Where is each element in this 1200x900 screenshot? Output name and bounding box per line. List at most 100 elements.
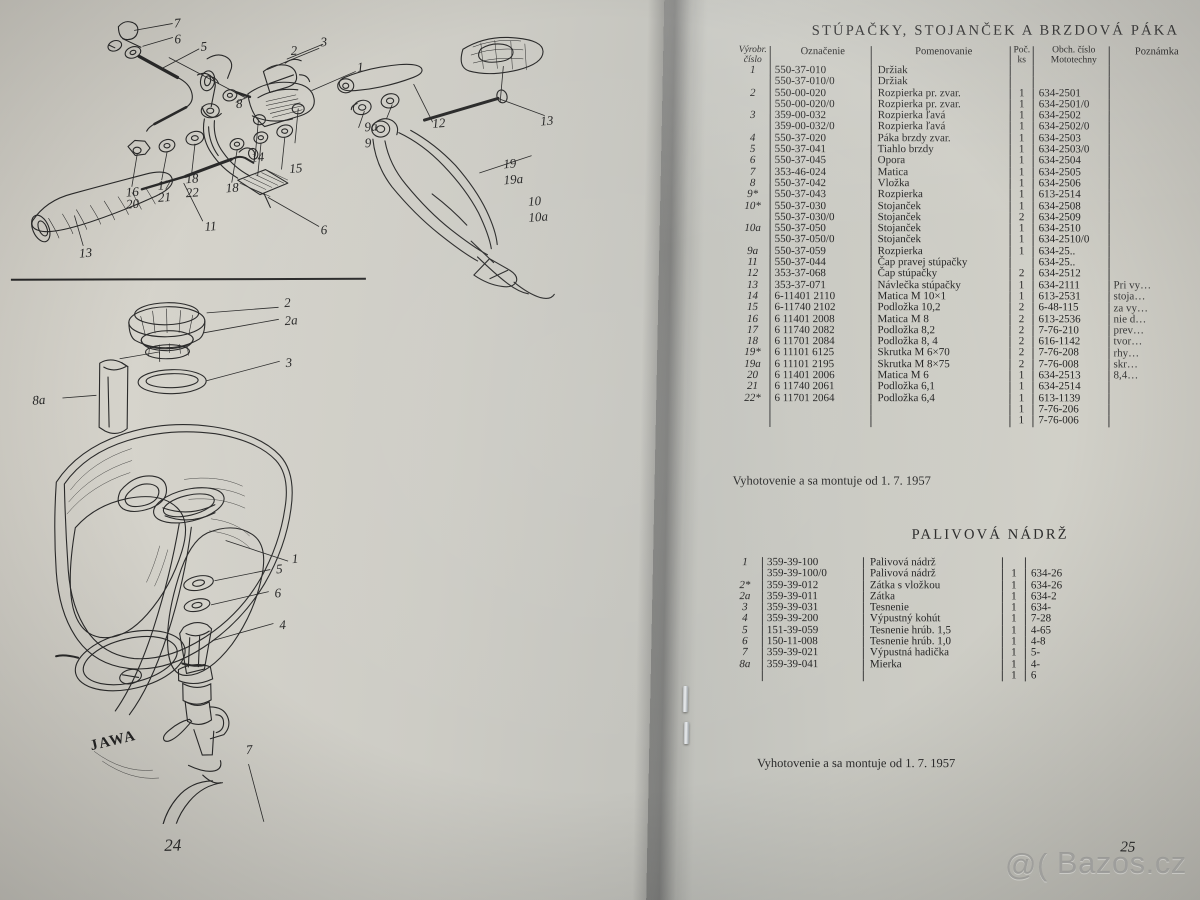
svg-text:1: 1 bbox=[291, 551, 299, 566]
row-code: 550-37-010/0 bbox=[770, 75, 872, 88]
svg-text:3: 3 bbox=[319, 34, 328, 50]
svg-text:3: 3 bbox=[284, 355, 293, 371]
row-poznamka: Pri vy… stoja… za vy… nie d… prev… tvor…… bbox=[1108, 65, 1200, 427]
svg-text:18: 18 bbox=[225, 179, 240, 195]
svg-text:20: 20 bbox=[125, 196, 140, 212]
row-qty: 2 bbox=[1010, 268, 1034, 280]
svg-text:2: 2 bbox=[284, 295, 292, 310]
svg-text:8a: 8a bbox=[32, 392, 47, 408]
svg-text:13: 13 bbox=[540, 113, 555, 129]
row-no: 22* bbox=[744, 391, 761, 404]
svg-text:17: 17 bbox=[157, 177, 172, 193]
watermark: @( Bazos.cz bbox=[1005, 845, 1187, 882]
row-no: 3 bbox=[749, 109, 756, 122]
row-qty: 1 bbox=[1009, 381, 1033, 393]
row-qty: 1 bbox=[1002, 669, 1026, 682]
row-code bbox=[762, 670, 864, 682]
row-no: 21 bbox=[746, 380, 758, 393]
svg-text:1: 1 bbox=[357, 59, 365, 74]
svg-text:16: 16 bbox=[125, 184, 140, 200]
row-obch: 6-48-115 bbox=[1033, 302, 1110, 314]
row-no: 9* bbox=[747, 188, 759, 201]
row-obch: 7-76-006 bbox=[1032, 414, 1109, 427]
row-no: 12 bbox=[747, 267, 759, 280]
row-no bbox=[738, 76, 771, 87]
svg-text:5: 5 bbox=[275, 561, 283, 576]
table1-footnote-text: Vyhotovenie a sa montuje od 1. 7. 1957 bbox=[732, 473, 931, 488]
row-name: Držiak bbox=[871, 75, 1011, 88]
row-no: 10a bbox=[744, 222, 761, 235]
table1-footnote: Vyhotovenie a sa montuje od 1. 7. 1957 bbox=[733, 473, 931, 488]
row-name bbox=[870, 404, 1010, 416]
svg-text:9: 9 bbox=[364, 135, 372, 150]
row-qty: 1 bbox=[1009, 414, 1033, 427]
svg-text:18: 18 bbox=[185, 170, 200, 186]
row-code: 353-37-068 bbox=[770, 267, 872, 280]
svg-text:19a: 19a bbox=[503, 171, 524, 187]
row-obch: 634-26 bbox=[1025, 568, 1101, 580]
row-obch bbox=[1033, 65, 1110, 77]
svg-text:9a: 9a bbox=[364, 118, 379, 134]
figure-footrests-stand-brake-lever: 7 6 5 3 2 1 9a 9 12 13 8 14 15 16 17 18 … bbox=[10, 15, 657, 317]
row-no bbox=[730, 670, 763, 681]
page-number-left: 24 bbox=[164, 835, 182, 855]
row-name: Podložka 6,1 bbox=[870, 380, 1010, 393]
svg-text:22: 22 bbox=[185, 184, 200, 200]
svg-text:12: 12 bbox=[432, 115, 447, 131]
svg-text:4: 4 bbox=[279, 617, 287, 632]
row-qty: 1 bbox=[1010, 189, 1034, 201]
th-poznamka: Poznámka bbox=[1109, 46, 1200, 66]
svg-text:10: 10 bbox=[528, 193, 543, 209]
row-code: 6 11701 2064 bbox=[769, 392, 871, 405]
svg-text:7: 7 bbox=[245, 742, 253, 757]
row-name: Palivová nádrž bbox=[863, 567, 1003, 580]
watermark-at-icon: @( bbox=[1005, 847, 1048, 882]
row-no: 10* bbox=[744, 199, 761, 212]
svg-text:21: 21 bbox=[157, 189, 171, 205]
row-qty: 1 bbox=[1010, 155, 1034, 167]
row-code bbox=[769, 415, 871, 427]
row-no: 7 bbox=[742, 646, 748, 659]
row-name: Rozpierka bbox=[871, 188, 1011, 201]
svg-text:2a: 2a bbox=[284, 312, 299, 328]
left-page-content: 7 6 5 3 2 1 9a 9 12 13 8 14 15 16 17 18 … bbox=[10, 15, 731, 855]
th-pocet-ks: Poč.ks bbox=[1010, 45, 1034, 66]
svg-text:14: 14 bbox=[250, 149, 265, 165]
th-oznacenie: Označenie bbox=[770, 46, 872, 66]
row-no: 15 bbox=[747, 301, 759, 314]
row-no: 8a bbox=[739, 657, 751, 670]
row-code bbox=[769, 403, 871, 416]
row-no: 2 bbox=[749, 86, 756, 99]
row-name bbox=[863, 670, 1003, 682]
svg-text:6: 6 bbox=[320, 222, 328, 237]
table1-header-row: Výrobr.číslo Označenie Pomenovanie Poč.k… bbox=[738, 45, 1200, 66]
row-no: 1 bbox=[749, 64, 756, 77]
staple-bottom bbox=[683, 721, 690, 745]
svg-text:15: 15 bbox=[289, 160, 304, 176]
svg-text:6: 6 bbox=[274, 585, 282, 600]
row-code: 6-11740 2102 bbox=[770, 301, 872, 314]
row-code: 6 11740 2061 bbox=[769, 380, 871, 393]
row-qty: 1 bbox=[1002, 568, 1026, 580]
staple-top bbox=[682, 685, 689, 713]
th-vyrobne-cislo: Výrobr.číslo bbox=[738, 45, 767, 65]
watermark-text: Bazos.cz bbox=[1056, 845, 1187, 880]
svg-text:10a: 10a bbox=[528, 208, 549, 224]
row-obch: 613-2514 bbox=[1033, 189, 1110, 201]
row-obch bbox=[1033, 76, 1110, 88]
svg-text:11: 11 bbox=[204, 218, 217, 234]
table2-title: PALIVOVÁ NÁDRŽ bbox=[911, 526, 1069, 543]
svg-text:13: 13 bbox=[79, 245, 94, 261]
th-pomenovanie: Pomenovanie bbox=[871, 46, 1011, 66]
svg-text:5: 5 bbox=[200, 38, 208, 53]
row-name bbox=[870, 415, 1010, 427]
table1-title: STÚPAČKY, STOJANČEK A BRZDOVÁ PÁKA bbox=[811, 22, 1180, 39]
table2-footnote-text: Vyhotovenie a sa montuje od 1. 7. 1957 bbox=[756, 755, 956, 771]
row-code: 359-39-041 bbox=[762, 658, 864, 671]
svg-text:19: 19 bbox=[503, 155, 518, 171]
row-name: Mierka bbox=[863, 658, 1003, 671]
row-qty bbox=[1010, 76, 1034, 88]
